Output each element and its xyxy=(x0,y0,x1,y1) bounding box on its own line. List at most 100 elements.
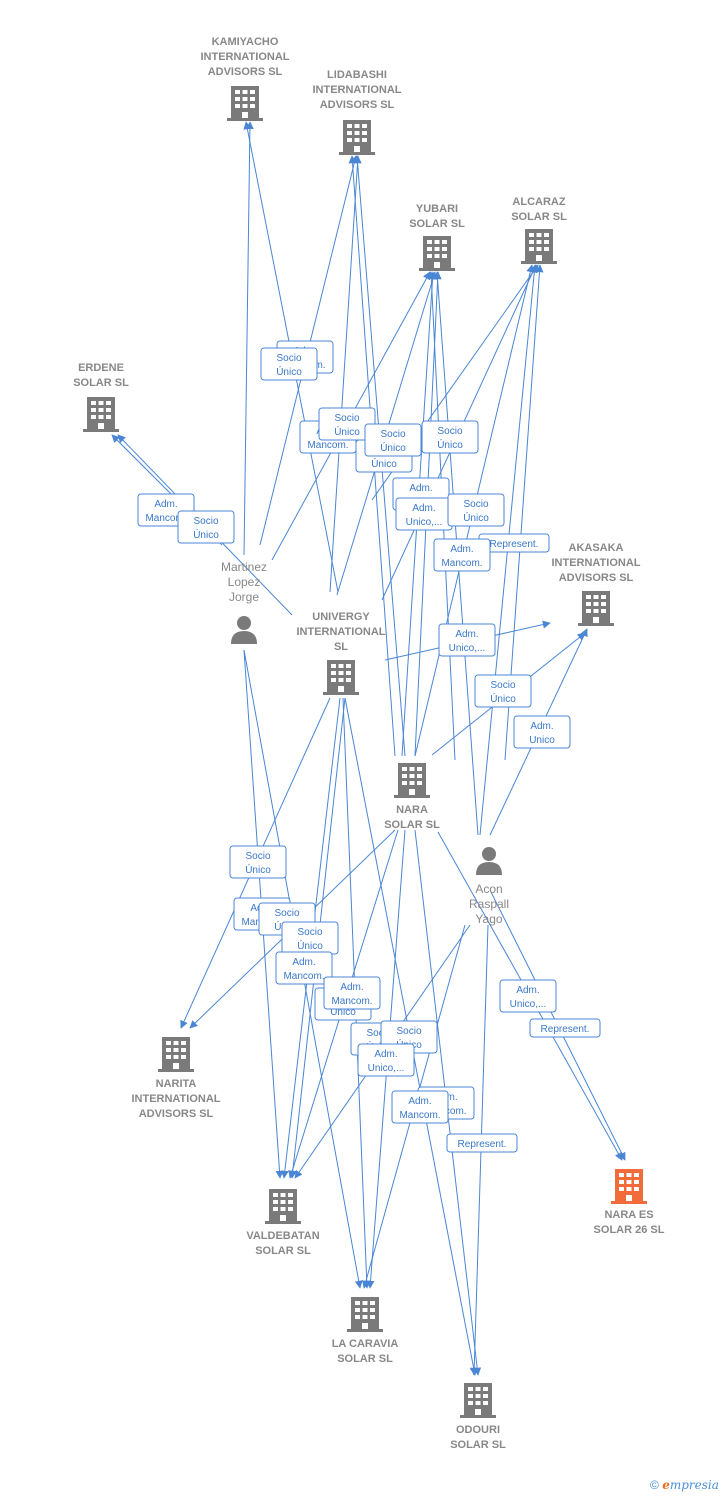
edge-label[interactable]: Represent. xyxy=(446,1133,518,1153)
node-label: SOLAR SL xyxy=(450,1439,506,1451)
node-label: KAMIYACHO xyxy=(212,36,279,48)
building-icon xyxy=(158,1037,194,1072)
edge-label-box xyxy=(529,1018,601,1038)
edge-label[interactable]: Adm.Mancom. xyxy=(391,1090,449,1124)
edge-label-text: Adm. xyxy=(374,1049,397,1060)
building-icon xyxy=(578,591,614,626)
copyright-icon: © xyxy=(650,1478,659,1492)
node-yubari[interactable]: YUBARI SOLAR SL xyxy=(409,203,465,271)
edge-label-text: Único xyxy=(297,939,323,952)
edge-label-text: Socio xyxy=(396,1026,421,1037)
edge-label-text: Socio xyxy=(380,429,405,440)
edge-label-text: Adm. xyxy=(412,503,435,514)
node-label: Martinez xyxy=(221,560,267,574)
node-label: ADVISORS SL xyxy=(559,572,634,584)
node-label: INTERNATIONAL xyxy=(296,626,385,638)
node-label: Lopez xyxy=(228,575,261,589)
building-icon xyxy=(394,763,430,798)
edge-label-box xyxy=(260,347,318,381)
edge-label-text: Mancom. xyxy=(441,558,482,569)
edge-labels-layer: Adm.Mancom.SocioÚnicoAdm.Mancom.SocioÚni… xyxy=(137,340,601,1153)
edge-label-box xyxy=(446,1133,518,1153)
edge-label[interactable]: Adm. Mancom. xyxy=(433,538,491,572)
edge-label-text: Unico xyxy=(529,735,555,746)
edge-label-text: Único xyxy=(276,365,302,378)
edge-label-text: Único xyxy=(193,528,219,541)
node-label: YUBARI xyxy=(416,203,458,215)
edge-label-text: Socio xyxy=(366,1028,391,1039)
node-erdene[interactable]: ERDENE SOLAR SL xyxy=(73,362,129,432)
edge-label-text: Único xyxy=(334,425,360,438)
edge-label-text: Mancom. xyxy=(145,513,186,524)
edge-label-text: Socio xyxy=(463,499,488,510)
node-label: ADVISORS SL xyxy=(139,1108,214,1120)
edge-label-text: Socio xyxy=(297,927,322,938)
node-label: Raspall xyxy=(469,897,509,911)
edge-label-box xyxy=(447,493,505,527)
edge-label-text: Adm. xyxy=(409,483,432,494)
edge-label-text: Adm. xyxy=(455,629,478,640)
edge-label-text: Adm. xyxy=(450,544,473,555)
edge-label-text: Mancom. xyxy=(307,440,348,451)
edge-label[interactable]: Adm.Unico,... xyxy=(438,623,496,657)
node-label: ODOURI xyxy=(456,1424,500,1436)
node-odouri[interactable]: ODOURI SOLAR SL xyxy=(450,1383,506,1451)
edge-label-text: Socio xyxy=(437,426,462,437)
node-label: SOLAR SL xyxy=(337,1353,393,1365)
edge-label[interactable]: Adm.Unico,... xyxy=(395,497,453,531)
edge-label[interactable]: Represent. xyxy=(478,533,550,553)
edge-label[interactable]: Adm. Unico,... xyxy=(357,1043,415,1077)
edge-label[interactable]: Represent. xyxy=(529,1018,601,1038)
node-label: ERDENE xyxy=(78,362,124,374)
node-label: SOLAR SL xyxy=(409,218,465,230)
building-icon xyxy=(521,229,557,264)
edge-label-text: Socio xyxy=(276,353,301,364)
edge-label-text: Único xyxy=(490,692,516,705)
edge-label-text: Unico,... xyxy=(368,1063,405,1074)
edge-label-text: Socio xyxy=(334,413,359,424)
building-icon xyxy=(611,1169,647,1204)
building-icon xyxy=(265,1189,301,1224)
edge-label-text: Adm. xyxy=(530,721,553,732)
building-icon xyxy=(419,236,455,271)
edge-label-text: Represent. xyxy=(490,539,539,550)
edge-label-text: Mancom. xyxy=(283,971,324,982)
edge-label[interactable]: Adm. Unico xyxy=(513,715,571,749)
node-label: LIDABASHI xyxy=(327,69,387,81)
edge-label-text: Represent. xyxy=(541,1024,590,1035)
building-icon xyxy=(339,120,375,155)
footer-brand[interactable]: © empresia xyxy=(650,1478,719,1492)
edge-label-text: Adm. xyxy=(516,985,539,996)
edge-label-box xyxy=(229,845,287,879)
node-label: SOLAR SL xyxy=(255,1245,311,1257)
node-label: AKASAKA xyxy=(569,542,624,554)
edge-label[interactable]: Adm.Mancom. xyxy=(323,976,381,1010)
edge-label-text: Adm. xyxy=(340,982,363,993)
edge-label-text: Único xyxy=(437,438,463,451)
node-label: ADVISORS SL xyxy=(208,66,283,78)
edge-label[interactable]: Adm.Unico,... xyxy=(499,979,557,1013)
edge-label[interactable]: Adm.Mancom. xyxy=(275,951,333,985)
node-label: SOLAR SL xyxy=(73,377,129,389)
